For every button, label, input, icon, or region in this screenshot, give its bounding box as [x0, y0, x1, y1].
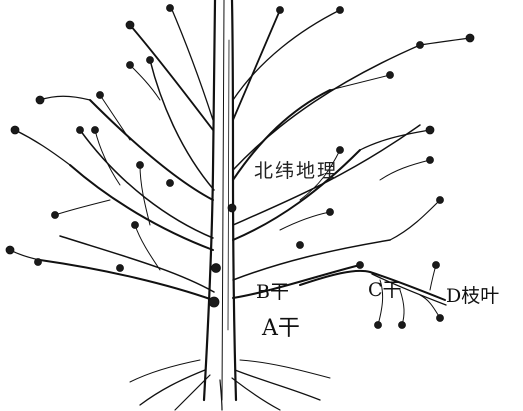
- leaf-cluster: [96, 91, 104, 99]
- leaf-cluster: [386, 71, 394, 79]
- root: [139, 369, 206, 406]
- leaf-cluster: [296, 241, 304, 249]
- leaf-cluster: [51, 211, 59, 219]
- leaf-cluster: [432, 261, 440, 269]
- leaf-cluster: [126, 61, 134, 69]
- leaf-cluster: [34, 258, 42, 266]
- label-a-trunk: A干: [262, 316, 300, 341]
- watermark-text: 北纬地理: [254, 160, 339, 182]
- leaf-cluster: [211, 263, 221, 273]
- left-limb: [79, 129, 214, 239]
- right-limb: [232, 264, 361, 299]
- c-branch: [299, 269, 446, 301]
- leaf-cluster: [276, 6, 284, 14]
- leaf-cluster: [136, 161, 144, 169]
- leaf-cluster: [436, 196, 444, 204]
- leaf-cluster: [146, 56, 154, 64]
- right-limb: [232, 9, 281, 121]
- right-limb: [232, 124, 421, 226]
- root: [234, 369, 321, 401]
- root: [231, 377, 281, 411]
- left-limb: [39, 259, 214, 301]
- leaf-cluster: [436, 314, 444, 322]
- label-b-trunk: B干: [256, 281, 289, 303]
- leaf-cluster: [374, 321, 382, 329]
- right-limb: [232, 149, 361, 241]
- leaf-cluster: [166, 4, 174, 12]
- left-limb: [69, 164, 214, 251]
- leaf-cluster: [398, 321, 406, 329]
- leaf-cluster: [131, 221, 139, 229]
- leaf-cluster: [166, 179, 174, 187]
- leaf-cluster: [416, 41, 424, 49]
- leaf-cluster: [356, 261, 364, 269]
- root: [174, 374, 211, 411]
- leaf-cluster: [326, 208, 334, 216]
- right-limb: [232, 89, 331, 181]
- leaf-cluster: [35, 95, 45, 105]
- trunk-outline: [230, 0, 238, 402]
- right-limb: [232, 239, 391, 281]
- left-limb: [89, 99, 214, 201]
- label-d-foliage: D枝叶: [446, 285, 500, 307]
- leaf-cluster: [5, 245, 15, 255]
- left-limb: [149, 59, 215, 191]
- right-limb: [232, 44, 421, 171]
- leaf-cluster: [425, 125, 435, 135]
- left-limb: [59, 235, 215, 293]
- leaf-cluster: [208, 296, 220, 308]
- leaf-cluster: [227, 203, 237, 213]
- leaf-cluster: [465, 33, 475, 43]
- leaf-cluster: [91, 126, 99, 134]
- leaf-cluster: [76, 126, 84, 134]
- leaf-cluster: [426, 156, 434, 164]
- trunk-outline: [202, 0, 217, 402]
- leaf-cluster: [336, 6, 344, 14]
- label-c-trunk: C干: [368, 279, 402, 301]
- leaf-cluster: [116, 264, 124, 272]
- leaf-cluster: [125, 20, 135, 30]
- leaf-cluster: [10, 125, 20, 135]
- leaf-cluster: [336, 146, 344, 154]
- left-limb: [129, 24, 214, 131]
